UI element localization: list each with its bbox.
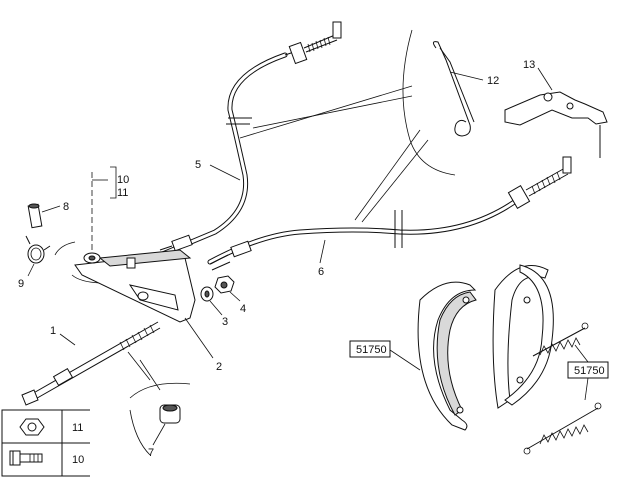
callout-7: 7: [148, 447, 154, 459]
callout-3: 3: [222, 316, 228, 328]
cable-5: [157, 21, 342, 258]
threaded-rod-1: [21, 321, 161, 406]
bolt-axis-10-11: [91, 166, 117, 250]
spring-clip-12: [432, 41, 475, 137]
wheel-outline-top: [402, 29, 456, 176]
callout-11: 11: [117, 187, 128, 199]
return-spring-bottom: [523, 402, 602, 455]
brake-shoe-right: [492, 264, 554, 409]
leader-lines: [27, 67, 589, 446]
ref-label-right-text: 51750: [574, 365, 605, 377]
cable-6: [207, 156, 572, 271]
nut-4: [214, 275, 235, 294]
fastener-legend: 11 10: [1, 409, 90, 477]
reference-lines: [239, 85, 429, 223]
spring-9: [25, 235, 51, 264]
callout-12: 12: [487, 75, 499, 87]
legend-label-nut: 11: [72, 422, 83, 434]
grommet-7: [159, 404, 181, 424]
callout-4: 4: [240, 303, 246, 315]
ref-label-right: 51750: [567, 361, 609, 379]
callout-9: 9: [18, 278, 24, 290]
nut-icon: [19, 418, 45, 436]
lever-13: [504, 91, 608, 158]
legend-label-bolt: 10: [72, 454, 84, 466]
callout-1: 1: [50, 325, 56, 337]
callout-8: 8: [63, 201, 69, 213]
return-spring-top: [532, 322, 589, 357]
washer-3: [200, 286, 214, 302]
callout-6: 6: [318, 266, 324, 278]
ref-label-left-text: 51750: [356, 344, 387, 356]
pin-8: [27, 203, 43, 229]
callout-5: 5: [195, 159, 201, 171]
brake-shoe-left: [417, 281, 477, 431]
callout-10: 10: [117, 174, 129, 186]
callout-2: 2: [216, 361, 222, 373]
callout-13: 13: [523, 59, 535, 71]
wheel-outline-bottom: [129, 382, 191, 456]
equalizer-bracket-2: [74, 249, 196, 323]
bolt-icon: [9, 450, 43, 466]
ref-label-left: 51750: [349, 340, 391, 358]
wheel-outline-left: [54, 241, 101, 284]
